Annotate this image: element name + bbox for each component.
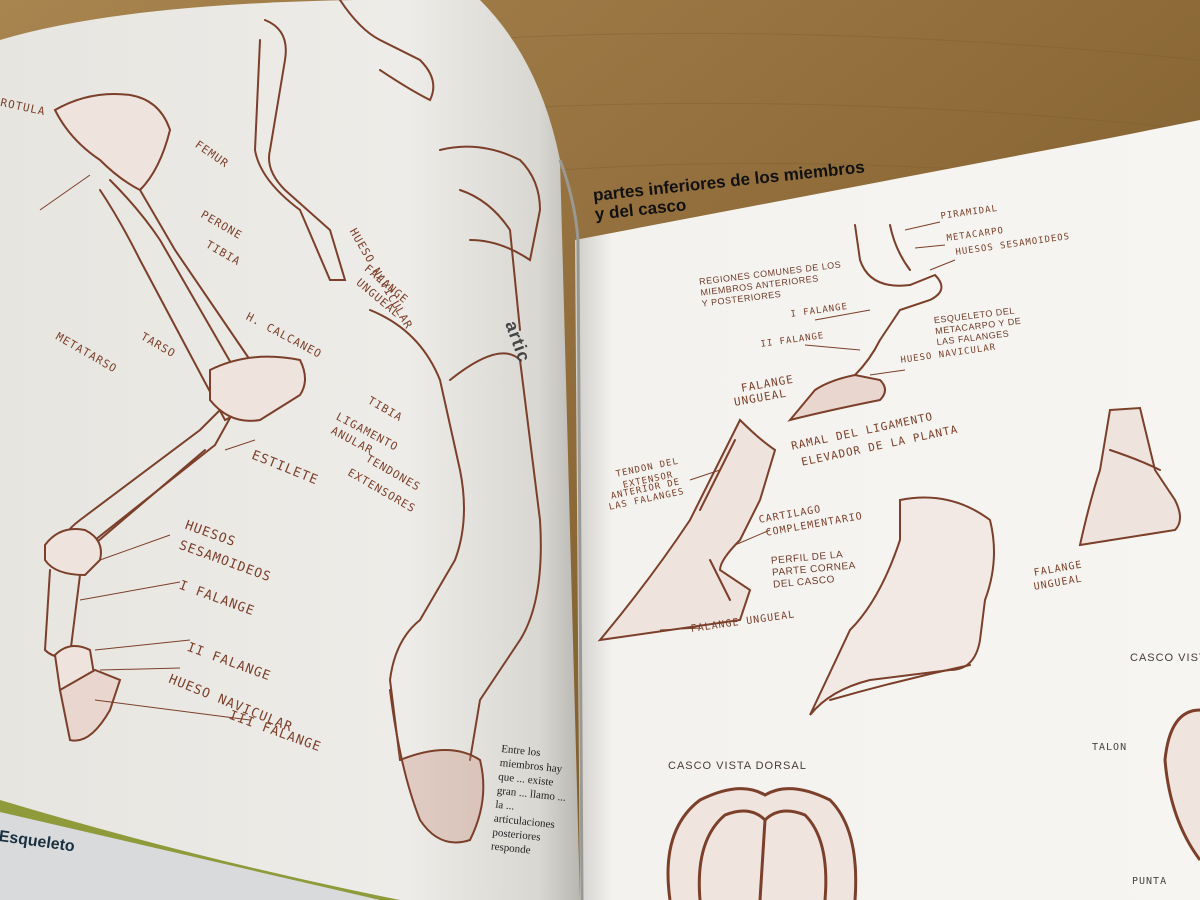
hoof-skeleton-right-drawing bbox=[1078, 406, 1181, 547]
left-leader-lines bbox=[39, 174, 256, 721]
right-leader-lines bbox=[659, 221, 956, 631]
hoof-dorsal-view-drawing bbox=[666, 787, 858, 900]
label-punta: PUNTA bbox=[1132, 876, 1168, 887]
hoof-partial-right-drawing bbox=[1163, 708, 1200, 861]
hoof-side-drawing bbox=[597, 418, 777, 642]
caption-casco-vista-dorsal: CASCO VISTA DORSAL bbox=[668, 760, 807, 772]
right-page bbox=[575, 120, 1200, 900]
caption-casco-vista: CASCO VIST bbox=[1130, 652, 1200, 664]
left-page bbox=[0, 0, 580, 900]
fetlock-skeleton-drawing bbox=[787, 224, 943, 422]
muscle-leg-drawing bbox=[369, 145, 542, 844]
body-text-column: Entre los miembros hay que ... existe gr… bbox=[490, 742, 567, 857]
skeleton-leg-drawing bbox=[43, 93, 306, 742]
under-book bbox=[0, 812, 380, 900]
book-gutter bbox=[558, 159, 584, 900]
small-leg-drawings bbox=[253, 0, 435, 281]
hoof-profile-drawing bbox=[809, 496, 995, 716]
label-talon: TALON bbox=[1092, 742, 1128, 753]
label-perfil: PERFIL DE LA PARTE CORNEA DEL CASCO bbox=[770, 549, 857, 591]
